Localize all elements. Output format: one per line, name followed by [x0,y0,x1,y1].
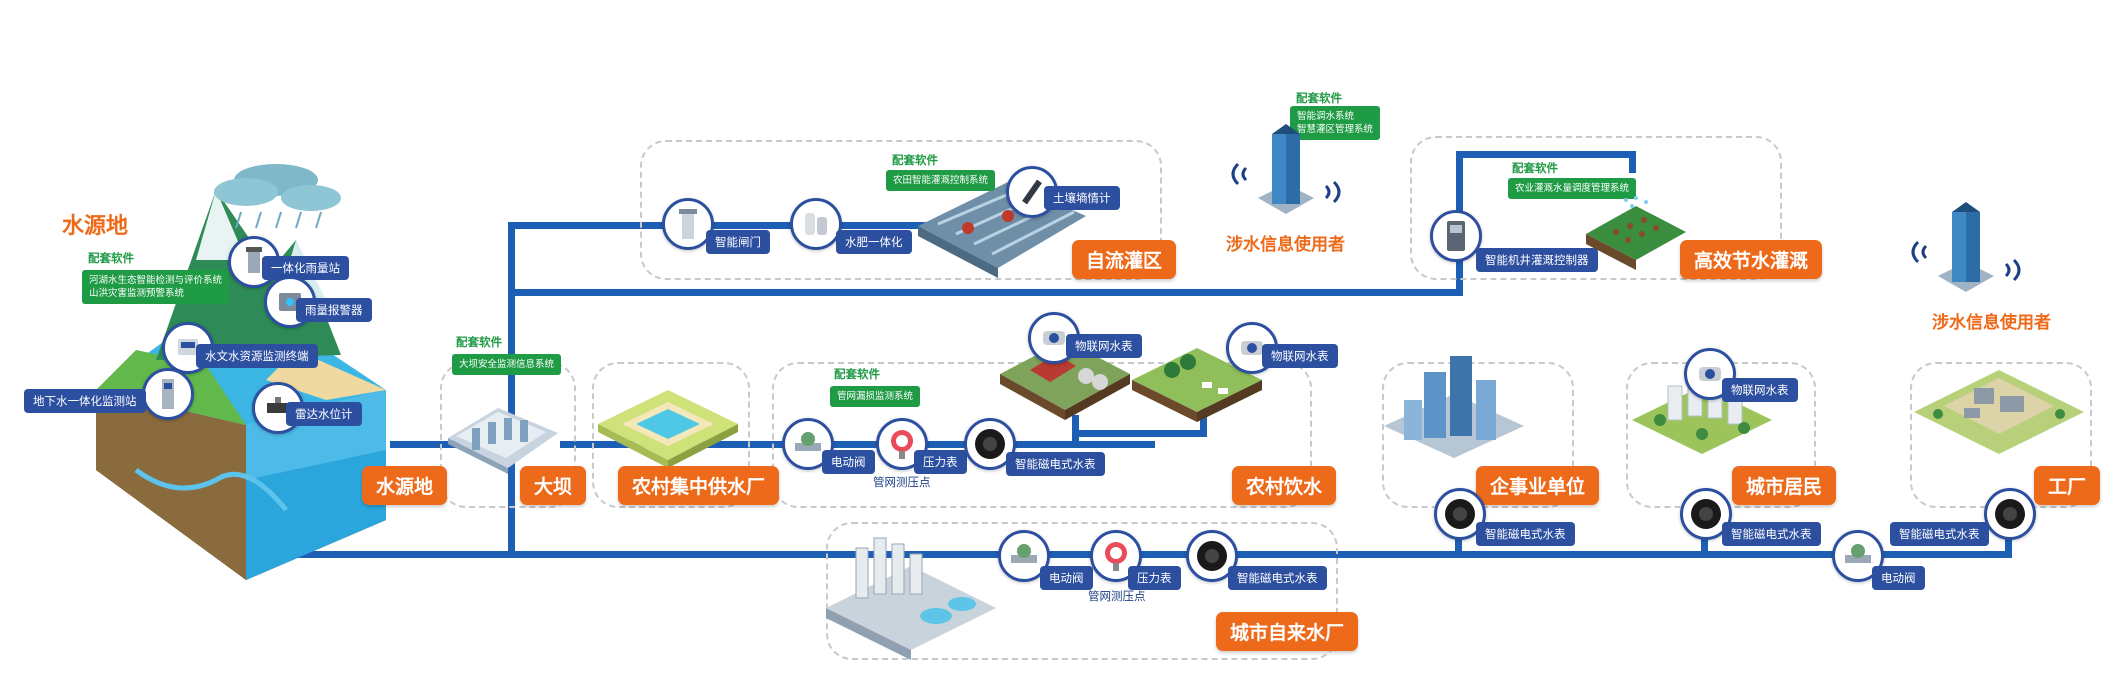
city-plant-illustration [826,537,996,660]
users-right-building-illustration [1911,202,2021,292]
users-right-title: 涉水信息使用者 [1932,313,2051,333]
radar-level-label: 雷达水位计 [286,402,362,426]
residents-meter-label: 智能磁电式水表 [1722,522,1821,546]
city-plant-tag: 城市自来水厂 [1216,612,1359,651]
source-software-box: 河湖水生态智能检测与评价系统 山洪灾害监测预警系统 [82,270,230,304]
pipe-source-dam [390,441,460,448]
irrigation-software-title: 配套软件 [892,153,938,167]
efficient-field-illustration [1586,196,1686,270]
fertilizer-label: 水肥一体化 [836,230,912,254]
enterprise-tag: 企事业单位 [1476,466,1600,505]
dam-illustration [448,408,558,474]
pipe-trunk-vertical [508,222,515,558]
groundwater-station-icon [142,368,194,420]
rural-valve-label: 电动阀 [822,450,875,474]
city-meter-icon [1186,530,1238,582]
efficient-tag: 高效节水灌溉 [1680,240,1823,279]
city-pressure-label: 压力表 [1128,566,1181,590]
rural-software-box: 管网漏损监测系统 [830,386,921,407]
rural-valve-icon [782,418,834,470]
smart-gate-icon [662,198,714,250]
users-top-software-line-1: 智能调水系统 [1297,111,1355,122]
pipe-rural-riser-2 [1200,405,1207,437]
zone-city-plant [826,522,1338,660]
factory-meter-label: 智能磁电式水表 [1890,522,1989,546]
zone-rural-plant [592,362,750,508]
rural-plant-illustration [598,390,738,468]
efficient-software-box: 农业灌溉水量调度管理系统 [1508,178,1637,199]
rural-pressure-point-label: 管网测压点 [873,475,931,489]
rain-alarm-label: 雨量报警器 [296,298,372,322]
dam-software-title: 配套软件 [456,335,502,349]
source-tag: 水源地 [362,466,448,505]
city-meter-label: 智能磁电式水表 [1228,566,1327,590]
factory-valve-icon [1832,530,1884,582]
efficient-software-title: 配套软件 [1512,161,1558,175]
dam-tag: 大坝 [520,466,587,505]
factory-valve-label: 电动阀 [1872,566,1925,590]
users-top-building-illustration [1231,124,1341,214]
users-top-software-box: 智能调水系统 智慧灌区管理系统 [1290,106,1381,140]
users-top-software-title: 配套软件 [1296,91,1342,105]
enterprise-illustration [1384,356,1524,458]
pipe-rural-main [1015,441,1155,448]
factory-meter-icon [1984,488,2036,540]
zone-irrigation [640,140,1162,280]
well-controller-icon [1430,210,1482,262]
source-software-line-2: 山洪灾害监测预警系统 [89,288,185,299]
soil-moisture-label: 土壤墒情计 [1044,186,1120,210]
smart-gate-label: 智能闸门 [706,230,770,254]
rural-plant-tag: 农村集中供水厂 [618,466,780,505]
rural-pressure-icon [876,418,928,470]
pipe-top-irrigation [508,222,958,229]
pipe-rural-right [1072,430,1207,437]
rural-iot-meter-1-label: 物联网水表 [1066,334,1142,358]
rural-water-tag: 农村饮水 [1232,466,1337,505]
rural-field-illustration [1132,348,1262,422]
pipe-efficient-drop [1629,151,1636,173]
enterprise-meter-label: 智能磁电式水表 [1476,522,1575,546]
rural-meter-label: 智能磁电式水表 [1006,452,1105,476]
factory-tag: 工厂 [2034,466,2101,505]
residents-iot-meter-label: 物联网水表 [1722,378,1798,402]
pipe-middle [508,289,1463,296]
residents-tag: 城市居民 [1732,466,1837,505]
source-software-line-1: 河湖水生态智能检测与评价系统 [89,275,223,286]
rural-pressure-label: 压力表 [914,450,967,474]
groundwater-station-label: 地下水一体化监测站 [24,389,146,413]
hydro-terminal-label: 水文水资源监测终端 [196,344,318,368]
well-controller-label: 智能机井灌溉控制器 [1476,248,1598,272]
source-title: 水源地 [62,214,129,239]
fertilizer-icon [790,198,842,250]
zone-efficient-irrigation [1410,136,1782,280]
users-top-software-line-2: 智慧灌区管理系统 [1297,124,1374,135]
rural-software-title: 配套软件 [834,367,880,381]
irrigation-software-box: 农田智能灌溉控制系统 [886,170,996,191]
source-software-title: 配套软件 [88,251,134,265]
rural-iot-meter-2-label: 物联网水表 [1262,344,1338,368]
rural-meter-icon [964,418,1016,470]
users-top-title: 涉水信息使用者 [1226,235,1345,255]
rain-station-label: 一体化雨量站 [262,256,349,280]
irrigation-tag: 自流灌区 [1072,240,1177,279]
city-valve-label: 电动阀 [1040,566,1093,590]
city-pressure-point-label: 管网测压点 [1088,589,1146,603]
city-pressure-icon [1090,530,1142,582]
dam-software-box: 大坝安全监测信息系统 [452,354,562,375]
factory-illustration [1914,370,2084,454]
pipe-efficient-top [1456,151,1636,158]
